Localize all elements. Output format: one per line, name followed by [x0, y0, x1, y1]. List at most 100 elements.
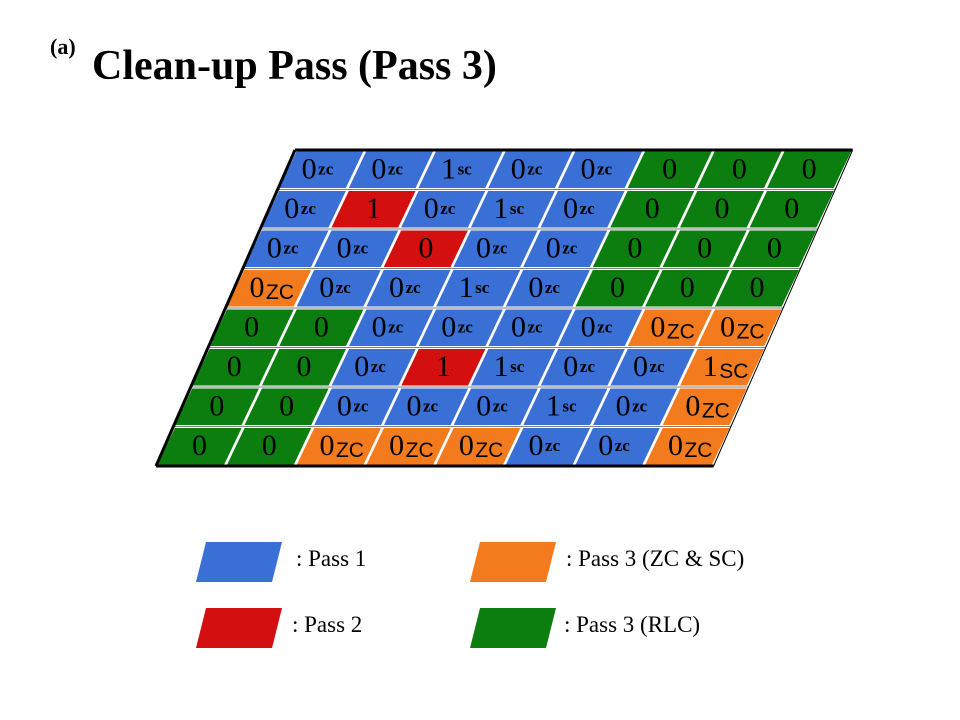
cell-shape	[436, 270, 521, 307]
cell-value: 0	[627, 231, 642, 264]
cell-tag: zc	[649, 357, 665, 376]
cell-tag: zc	[458, 317, 474, 336]
cell-value: 0	[802, 152, 817, 185]
cell-shape	[227, 428, 312, 465]
cell-value: 0	[209, 389, 224, 422]
cell-value: 0	[227, 350, 242, 383]
cell-shape	[610, 191, 695, 228]
cell-shape	[697, 151, 782, 188]
cell-tag: sc	[475, 278, 490, 297]
cell-shape	[470, 191, 555, 228]
cell-shape	[383, 230, 468, 267]
cell-shape	[592, 230, 677, 267]
legend-swatch-pass3-rlc	[470, 608, 556, 648]
cell-shape	[610, 349, 695, 386]
cell-tag: zc	[423, 396, 439, 415]
cell-tag: sc	[458, 159, 473, 178]
cell-value: 0	[476, 389, 491, 422]
cell-tag: zc	[493, 396, 509, 415]
cell-shape	[662, 388, 747, 425]
legend-swatch-pass2	[196, 608, 282, 648]
grid-left-edge	[154, 149, 297, 467]
cell-shape	[523, 388, 608, 425]
cell-tag: zc	[440, 199, 456, 218]
grid-cell-r1-c7: 0	[697, 151, 782, 188]
cell-shape	[244, 388, 329, 425]
cell-value: 0	[302, 152, 317, 185]
cell-tag: ZC	[336, 439, 364, 462]
cell-shape	[366, 270, 451, 307]
cell-value: 0	[284, 192, 299, 225]
cell-shape	[174, 388, 259, 425]
grid-cell-r3-c6: 0	[592, 230, 677, 267]
cell-tag: sc	[510, 357, 525, 376]
cell-shape	[244, 230, 329, 267]
cell-shape	[401, 349, 486, 386]
cell-tag: ZC	[667, 320, 695, 343]
cell-shape	[261, 349, 347, 386]
cell-shape	[505, 270, 590, 307]
cell-value: 0	[337, 389, 352, 422]
cell-value: 0	[685, 389, 700, 422]
cell-tag: zc	[388, 159, 404, 178]
cell-shape	[366, 428, 451, 465]
cell-shape	[679, 191, 765, 228]
cell-value: 0	[784, 192, 799, 225]
cell-value: 0	[528, 271, 543, 304]
cell-tag: zc	[493, 238, 509, 257]
cell-shape	[593, 388, 678, 425]
cell-value: 1	[493, 192, 508, 225]
cell-value: 1	[436, 350, 451, 383]
cell-value: 0	[668, 429, 683, 462]
grid-cell-r4-c6: 0	[575, 270, 660, 307]
grid-cell-r6-c4: 1	[401, 349, 486, 386]
cell-value: 0	[389, 429, 404, 462]
cell-tag: zc	[597, 317, 613, 336]
cell-value: 0	[244, 310, 259, 343]
cell-value: 0	[563, 192, 578, 225]
cell-tag: zc	[371, 357, 387, 376]
cell-shape	[662, 230, 747, 267]
cell-shape	[331, 191, 416, 228]
cell-value: 0	[262, 429, 277, 462]
cell-shape	[314, 230, 399, 267]
cell-shape	[453, 388, 538, 425]
cell-shape	[540, 191, 625, 228]
cell-shape	[558, 309, 643, 346]
cell-value: 0	[563, 350, 578, 383]
cell-shape	[488, 151, 573, 188]
cell-value: 1	[703, 350, 718, 383]
grid-cell-r3-c3: 0	[383, 230, 468, 267]
cell-value: 0	[314, 310, 329, 343]
cell-value: 0	[296, 350, 311, 383]
legend-swatch-pass1	[196, 542, 282, 582]
cell-value: 0	[459, 429, 474, 462]
cell-shape	[575, 428, 660, 465]
cell-shape	[331, 349, 416, 386]
cell-shape	[749, 191, 834, 228]
cell-shape	[557, 151, 642, 188]
legend-label-pass2: : Pass 2	[292, 612, 363, 637]
cell-shape	[261, 191, 346, 228]
cell-tag: zc	[283, 238, 299, 257]
cell-tag: zc	[301, 199, 317, 218]
cell-value: 0	[633, 350, 648, 383]
cell-shape	[157, 428, 242, 465]
cell-shape	[296, 428, 381, 465]
cell-shape	[506, 428, 591, 465]
cell-shape	[348, 151, 433, 188]
grid-cell-r4-c8: 0	[714, 270, 799, 307]
